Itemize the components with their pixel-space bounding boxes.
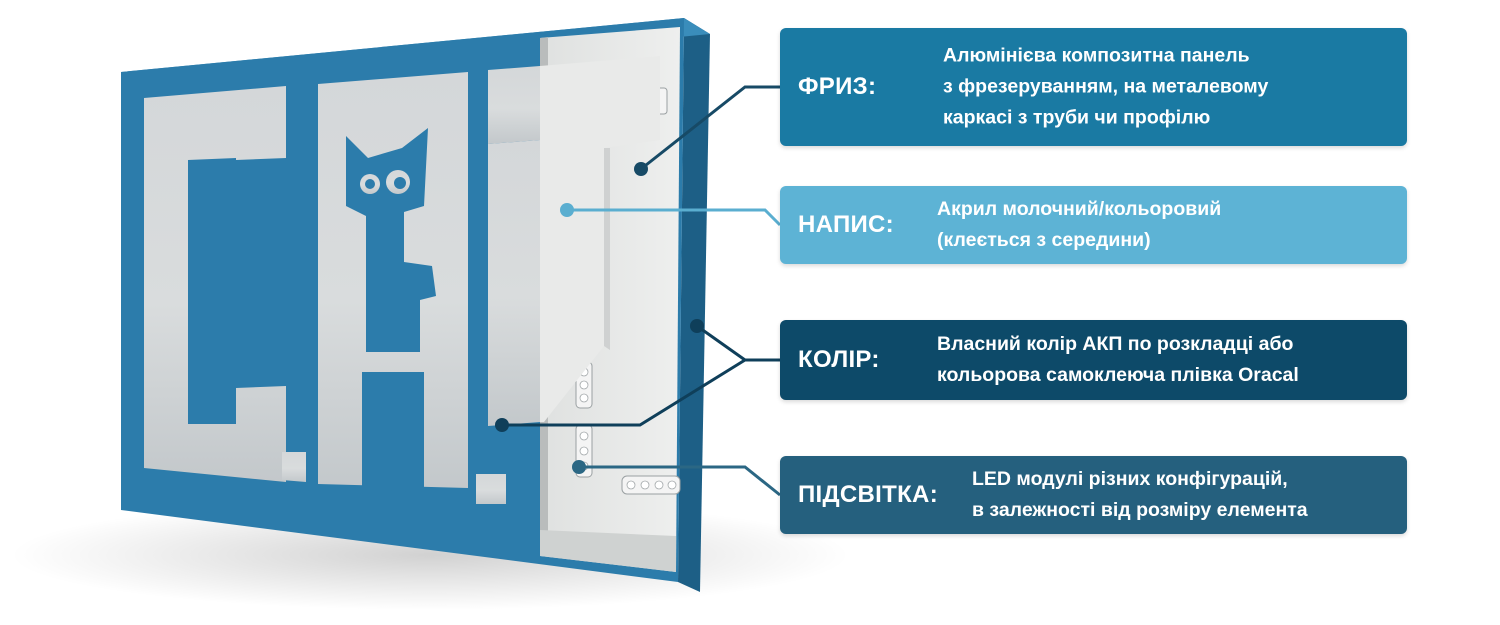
callout-friz: ФРИЗ: Алюмінієва композитна панель з фре…: [780, 28, 1407, 146]
callout-friz-description: Алюмінієва композитна панель з фрезерува…: [943, 41, 1268, 134]
callout-kolir-line: кольорова самоклеюча плівка Oracal: [937, 364, 1299, 386]
callout-pidsvitka-description: LED модулі різних конфігурацій, в залежн…: [972, 464, 1308, 526]
callout-kolir-line: Власний колір АКП по розкладці або: [937, 333, 1294, 355]
leader-dots: [495, 162, 704, 474]
letter-t-bar: [488, 66, 540, 144]
callout-pidsvitka-line: в залежності від розміру елемента: [972, 499, 1308, 521]
callout-pidsvitka-line: LED модулі різних конфігурацій,: [972, 468, 1288, 490]
frame-side: [678, 18, 710, 592]
leader-lines: [502, 85, 782, 497]
callout-kolir-label: КОЛІР:: [798, 346, 880, 373]
letter-a-gap: [362, 372, 424, 492]
callout-friz-label: ФРИЗ:: [798, 73, 877, 100]
callout-napys-description: Акрил молочний/кольоровий (клеється з се…: [937, 194, 1221, 256]
dot-2: [476, 474, 506, 504]
callout-kolir-description: Власний колір АКП по розкладці або кольо…: [937, 329, 1299, 391]
callout-kolir: КОЛІР: Власний колір АКП по розкладці аб…: [780, 320, 1407, 400]
callout-napys-label: НАПИС:: [798, 211, 894, 238]
dot-1: [282, 452, 306, 482]
callout-friz-line: каркасі з труби чи профілю: [943, 106, 1211, 129]
inner-bottom-rail: [540, 530, 676, 572]
callout-napys-line: Акрил молочний/кольоровий: [937, 198, 1222, 220]
leader-friz: [640, 85, 780, 171]
leader-napys: [567, 208, 782, 227]
leader-kolir-1: [696, 324, 780, 362]
leader-pidsvitka: [579, 465, 781, 497]
callout-pidsvitka: ПІДСВІТКА: LED модулі різних конфігураці…: [780, 456, 1407, 534]
callout-friz-line: Алюмінієва композитна панель: [943, 44, 1250, 67]
letter-t-panel: [540, 56, 660, 422]
letter-t-panel-edge: [604, 148, 610, 350]
letter-c-inner-blue: [188, 158, 236, 424]
callout-friz-line: з фрезеруванням, на металевому: [943, 75, 1269, 98]
letter-t-stem: [488, 140, 540, 426]
callout-napys: НАПИС: Акрил молочний/кольоровий (клеєть…: [780, 186, 1407, 264]
callout-napys-line: (клеється з середини): [937, 229, 1151, 251]
leader-kolir-2: [502, 358, 746, 427]
callout-pidsvitka-label: ПІДСВІТКА:: [798, 481, 938, 508]
